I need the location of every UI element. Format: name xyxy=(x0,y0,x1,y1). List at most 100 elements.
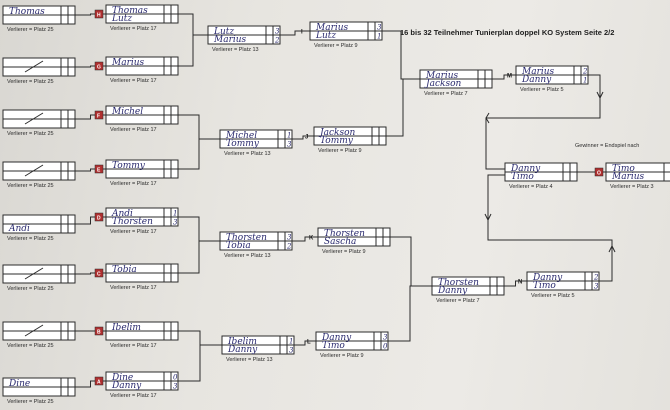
loser-placement-caption: Verlierer = Platz 25 xyxy=(7,286,54,292)
player-1-name: Marius xyxy=(425,71,459,81)
connector-line xyxy=(386,78,420,137)
match-box: Verlierer = Platz 25 xyxy=(2,321,76,349)
player-1-name: Dine xyxy=(8,379,30,389)
player-1-name: Ibelim xyxy=(111,323,141,333)
player-1-name: Timo xyxy=(612,164,635,174)
player-2-score: 3 xyxy=(173,219,178,227)
player-1-score: 1 xyxy=(173,210,177,218)
player-2-score: 2 xyxy=(286,243,292,251)
loser-placement-caption: Verlierer = Platz 17 xyxy=(110,229,157,235)
connector-line xyxy=(178,240,220,274)
match-letter-box xyxy=(94,110,104,120)
player-2-score: 1 xyxy=(377,33,381,41)
match-letter-box xyxy=(94,376,104,386)
player-2-score: 3 xyxy=(594,283,599,291)
player-2-name: Danny xyxy=(111,381,142,391)
loser-placement-caption: Verlierer = Platz 9 xyxy=(314,43,358,49)
player-1-name: Tobia xyxy=(112,265,137,275)
player-2-score: 3 xyxy=(287,141,292,149)
match-letter: O xyxy=(597,171,601,177)
player-2-score: 3 xyxy=(173,383,178,391)
player-1-name: Thorsten xyxy=(226,233,267,243)
match-letter-box xyxy=(94,164,104,174)
match-letter-box xyxy=(94,268,104,278)
player-1-score: 3 xyxy=(377,24,382,32)
loser-placement-caption: Verlierer = Platz 25 xyxy=(7,399,54,405)
player-2-name: Andi xyxy=(8,224,30,234)
arrow-marker xyxy=(596,91,604,100)
final-caption: Gewinner = Endspiel nach xyxy=(575,143,639,149)
loser-placement-caption: Verlierer = Platz 9 xyxy=(320,353,364,359)
match-letter: E xyxy=(97,168,101,174)
connector-line xyxy=(178,34,208,67)
page-title: 16 bis 32 Teilnehmer Tunierplan doppel K… xyxy=(400,28,614,37)
loser-placement-caption: Verlierer = Platz 13 xyxy=(226,357,273,363)
connector-line xyxy=(178,216,220,242)
connector-line xyxy=(292,135,314,140)
connector-line xyxy=(178,13,208,36)
player-2-name: Marius xyxy=(611,172,645,182)
connector-line xyxy=(492,74,516,80)
loser-placement-caption: Verlierer = Platz 5 xyxy=(531,293,575,299)
player-1-name: Dine xyxy=(111,373,133,383)
player-1-name: Michel xyxy=(111,107,143,117)
match-letter: M xyxy=(507,74,512,80)
match-letter-box xyxy=(594,167,604,177)
connector-line xyxy=(178,114,220,140)
player-1-name: Michel xyxy=(225,131,257,141)
arrow-marker xyxy=(485,112,490,124)
player-1-name: Thomas xyxy=(112,6,148,16)
loser-placement-caption: Verlierer = Platz 17 xyxy=(110,181,157,187)
connector-line xyxy=(294,340,316,346)
player-2-score: 1 xyxy=(583,77,587,85)
match-letter-box xyxy=(94,326,104,336)
player-2-name: Tommy xyxy=(320,136,354,146)
player-1-score: 2 xyxy=(582,68,588,76)
empty-slash xyxy=(24,267,44,280)
empty-slash xyxy=(24,324,44,337)
loser-placement-caption: Verlierer = Platz 13 xyxy=(224,151,271,157)
loser-placement-caption: Verlierer = Platz 25 xyxy=(7,343,54,349)
player-1-name: Marius xyxy=(315,23,349,33)
loser-placement-caption: Verlierer = Platz 25 xyxy=(7,131,54,137)
empty-slash xyxy=(24,112,44,125)
connector-line xyxy=(504,280,527,287)
arrow-marker xyxy=(484,213,492,222)
player-1-score: 3 xyxy=(275,28,280,36)
match-letter: F xyxy=(97,114,100,120)
player-2-name: Jackson xyxy=(424,79,462,89)
match-letter: H xyxy=(97,13,101,19)
loser-placement-caption: Verlierer = Platz 17 xyxy=(110,26,157,32)
match-letter: A xyxy=(97,380,101,386)
connector-line xyxy=(487,174,613,282)
match-box: Verlierer = Platz 25 xyxy=(2,161,76,189)
connector-lines xyxy=(75,13,616,388)
loser-placement-caption: Verlierer = Platz 7 xyxy=(424,91,468,97)
match-letter: C xyxy=(97,272,101,278)
loser-placement-caption: Verlierer = Platz 17 xyxy=(110,127,157,133)
player-1-name: Tommy xyxy=(112,161,146,171)
match-box: Verlierer = Platz 25 xyxy=(2,264,76,292)
player-2-name: Lutz xyxy=(315,31,336,41)
player-1-score: 1 xyxy=(287,132,291,140)
player-1-score: 1 xyxy=(289,338,293,346)
loser-placement-caption: Verlierer = Platz 17 xyxy=(110,78,157,84)
